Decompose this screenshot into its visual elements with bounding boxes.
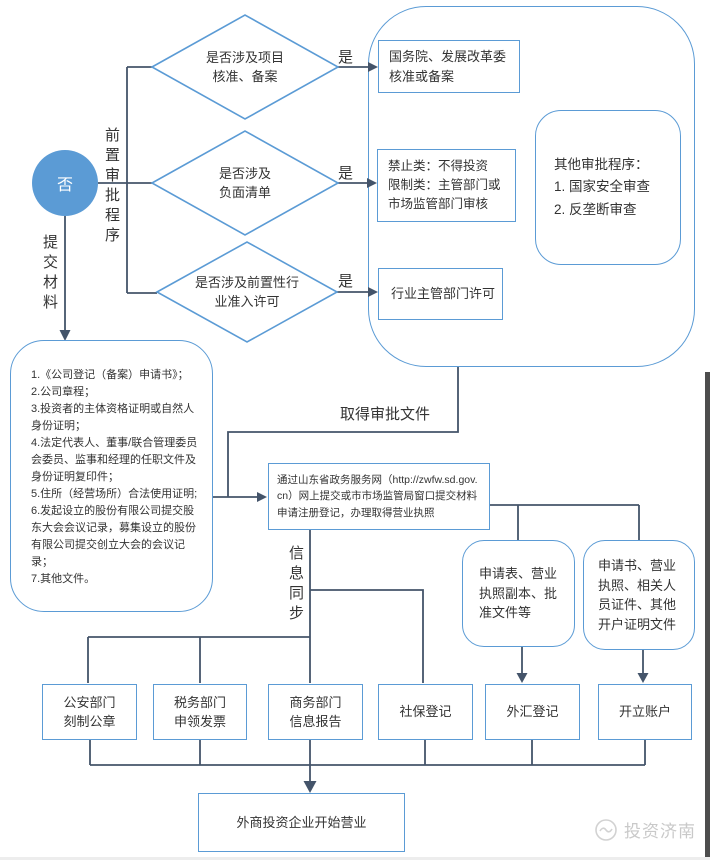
industry-permit-box: 行业主管部门许可 <box>378 268 503 320</box>
watermark-text: 投资济南 <box>624 822 696 841</box>
account-docs-box: 申请书、营业 执照、相关人 员证件、其他 开户证明文件 <box>583 540 695 650</box>
decision-project-approval: 是否涉及项目 核准、备案 <box>205 49 284 85</box>
forex-docs-box: 申请表、营业 执照副本、批 准文件等 <box>462 540 575 647</box>
negative-list-box: 禁止类：不得投资 限制类：主管部门或 市场监管部门审核 <box>377 149 516 222</box>
info-sync-label: 信息同步 <box>288 545 304 622</box>
obtain-docs-label: 取得审批文件 <box>339 406 430 423</box>
submit-materials-label: 提交材料 <box>42 234 58 311</box>
forex-registration-box: 外汇登记 <box>485 684 580 740</box>
other-procedures-box: 其他审批程序： 1. 国家安全审查 2. 反垄断审查 <box>535 110 681 265</box>
bottom-edge-line <box>0 857 710 860</box>
police-seal-box: 公安部门 刻制公章 <box>42 684 137 740</box>
commerce-report-box: 商务部门 信息报告 <box>268 684 363 740</box>
right-edge-strip <box>705 372 710 857</box>
social-security-box: 社保登记 <box>378 684 473 740</box>
yes-label-1: 是 <box>338 49 354 66</box>
decision-industry-access: 是否涉及前置性行 业准入许可 <box>194 274 299 310</box>
start-business-box: 外商投资企业开始营业 <box>198 793 405 852</box>
tax-invoice-box: 税务部门 申领发票 <box>153 684 247 740</box>
yes-label-2: 是 <box>338 165 354 182</box>
start-no-circle: 否 <box>32 150 98 216</box>
state-council-box: 国务院、发展改革委 核准或备案 <box>378 40 520 93</box>
materials-list-box: 1.《公司登记（备案）申请书》； 2.公司章程； 3.投资者的主体资格证明或自然… <box>10 340 213 612</box>
yes-label-3: 是 <box>338 273 354 290</box>
registration-box: 通过山东省政务服务网（http://zwfw.sd.gov.cn）网上提交或市市… <box>268 463 490 530</box>
watermark-logo-icon <box>595 818 617 841</box>
open-account-box: 开立账户 <box>598 684 692 740</box>
decision-negative-list: 是否涉及 负面清单 <box>218 165 271 201</box>
watermark: 投资济南 <box>594 817 696 842</box>
pre-approval-label: 前置审批程序 <box>104 127 120 244</box>
